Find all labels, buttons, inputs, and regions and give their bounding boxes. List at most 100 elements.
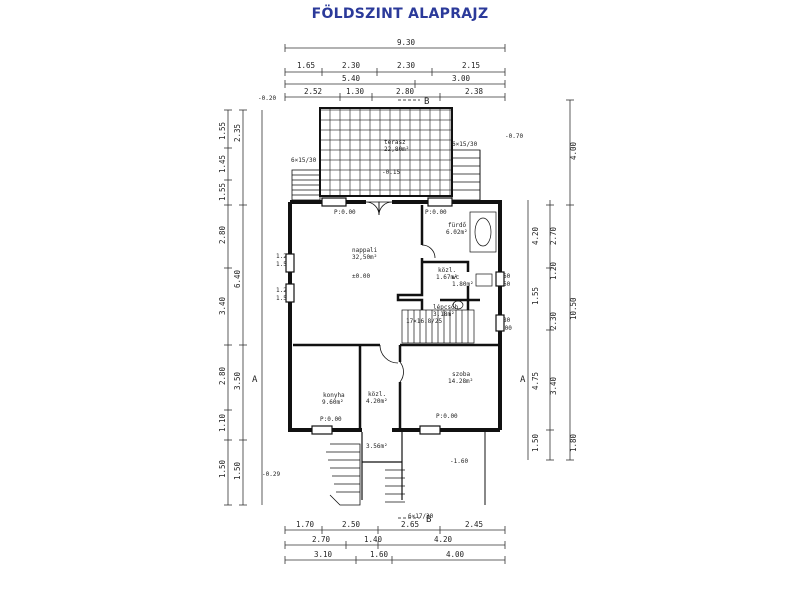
dim-right-inner-2: 1.20 xyxy=(549,261,558,280)
terrace-door-left-leaf xyxy=(365,201,380,216)
section-mark-a-right: A xyxy=(520,375,526,385)
dim-bottom-3: 2.65 xyxy=(401,520,419,529)
top-dimension-lines xyxy=(285,47,505,98)
room-area: 14.28m² xyxy=(448,378,473,385)
dim-left-mid-3: 3.50 xyxy=(233,371,242,390)
bathroom-fixtures xyxy=(452,211,497,310)
dim-left-4: 2.80 xyxy=(218,225,227,244)
dim-right-outer-1: 4.00 xyxy=(569,141,578,160)
dim-bottom-10: 4.00 xyxy=(446,550,465,559)
terrace-stair-right-note: 6×15/30 xyxy=(452,141,478,148)
bathroom-name: fürdő xyxy=(448,222,466,229)
dim-bottom-5: 2.70 xyxy=(312,535,331,544)
dim-right-outer-2: 10.50 xyxy=(569,297,578,320)
dim-left-mid-4: 1.50 xyxy=(233,461,242,480)
floor-label-living: P:0.00 xyxy=(334,209,356,216)
dim-bottom-2: 2.50 xyxy=(342,520,361,529)
bathroom-area: 6.02m² xyxy=(446,229,468,236)
floor-label-kitchen: P:0.00 xyxy=(320,416,342,423)
dim-left-3: 1.55 xyxy=(218,183,227,201)
dim-right-mid-3: 4.75 xyxy=(531,372,540,390)
dim-top-1: 1.65 xyxy=(297,61,315,70)
dim-bottom-9: 1.60 xyxy=(370,550,389,559)
dim-bottom-7: 4.20 xyxy=(434,535,453,544)
kitchen-area: 9.60m² xyxy=(322,399,344,406)
dim-top-3: 2.30 xyxy=(397,61,416,70)
level-corner-left: -0.20 xyxy=(258,95,276,102)
internal-stair-note: 17×16.8/25 xyxy=(406,318,443,325)
kitchen-name: konyha xyxy=(323,392,345,399)
terrace-level: -0.15 xyxy=(382,169,400,176)
floor-label-room: P:0.00 xyxy=(436,413,458,420)
left-ticks xyxy=(224,109,247,506)
terrace-door-right-leaf xyxy=(378,201,393,216)
level-corner-right: -0.70 xyxy=(505,133,523,140)
dim-bottom-4: 2.45 xyxy=(465,520,483,529)
outer-walls xyxy=(288,200,502,432)
floor-label-bath: P:0.00 xyxy=(425,209,447,216)
wc-name: wc xyxy=(452,274,460,281)
right-ticks xyxy=(546,99,574,461)
terrace-paving xyxy=(319,107,453,197)
section-mark-b-bottom: B xyxy=(426,515,431,525)
dim-left-2: 1.45 xyxy=(218,155,227,173)
dim-bottom-1: 1.70 xyxy=(296,520,315,529)
dim-right-inner-3: 2.30 xyxy=(549,311,558,330)
inner-walls xyxy=(293,205,500,430)
hall2-name: közl. xyxy=(368,391,386,398)
win-right-3: 80 xyxy=(503,317,511,324)
dim-left-mid-2: 6.40 xyxy=(233,269,242,288)
win-right-2: 60 xyxy=(503,281,511,288)
stair-hall-area: 3.18m² xyxy=(433,311,455,318)
dim-left-8: 1.50 xyxy=(218,459,227,478)
dim-top-7: 2.52 xyxy=(304,87,322,96)
level-corner-bottom-left: -0.29 xyxy=(262,471,280,478)
hall1-area: 1.67m² xyxy=(436,274,458,281)
entrance-level: -1.60 xyxy=(450,458,468,465)
dim-right-mid-4: 1.50 xyxy=(531,433,540,452)
terrace-stair-left-note: 6×15/30 xyxy=(291,157,317,164)
dim-right-mid-2: 1.55 xyxy=(531,287,540,305)
dim-right-inner-1: 2.70 xyxy=(549,226,558,245)
entrance-stair-note: 6×17/30 xyxy=(408,513,434,520)
dim-overall: 9.30 xyxy=(397,38,416,47)
dim-right-inner-5: 1.80 xyxy=(569,433,578,452)
win-left-1: 1.20 xyxy=(276,253,291,260)
windows xyxy=(285,197,505,435)
top-ticks xyxy=(284,44,506,101)
terrace-name: terasz xyxy=(384,139,406,146)
dim-left-mid-1: 2.35 xyxy=(233,124,242,142)
dim-top-10: 2.38 xyxy=(465,87,484,96)
entrance-porch xyxy=(361,432,403,500)
dim-right-mid-1: 4.20 xyxy=(531,226,540,245)
dim-top-8: 1.30 xyxy=(346,87,365,96)
win-left-4: 1.50 xyxy=(276,295,291,302)
section-mark-a-left: A xyxy=(252,375,258,385)
terrace-area: 22,80m² xyxy=(384,146,409,153)
internal-doors xyxy=(379,244,436,383)
dim-top-5: 5.40 xyxy=(342,74,361,83)
living-area: 32,50m² xyxy=(352,254,377,261)
win-left-2: 1.50 xyxy=(276,261,291,268)
win-right-1: 60 xyxy=(503,273,511,280)
section-mark-b-top: B xyxy=(424,97,429,107)
win-left-3: 1.20 xyxy=(276,287,291,294)
win-right-4: 100 xyxy=(501,325,512,332)
dim-top-6: 3.00 xyxy=(452,74,471,83)
dim-top-2: 2.30 xyxy=(342,61,361,70)
entrance-stairs xyxy=(326,443,405,506)
dim-top-4: 2.15 xyxy=(462,61,480,70)
dim-left-7: 1.10 xyxy=(218,413,227,432)
bottom-ticks xyxy=(284,526,506,564)
dim-left-6: 2.80 xyxy=(218,366,227,385)
dim-left-1: 1.55 xyxy=(218,122,227,140)
dim-top-9: 2.80 xyxy=(396,87,415,96)
section-line-b xyxy=(398,99,420,519)
dim-left-5: 3.40 xyxy=(218,296,227,315)
dim-bottom-6: 1.40 xyxy=(364,535,383,544)
dim-bottom-8: 3.10 xyxy=(314,550,333,559)
dim-right-inner-4: 3.40 xyxy=(549,376,558,395)
porch-area: 3.56m² xyxy=(366,443,388,450)
hall1-name: közl. xyxy=(438,267,456,274)
